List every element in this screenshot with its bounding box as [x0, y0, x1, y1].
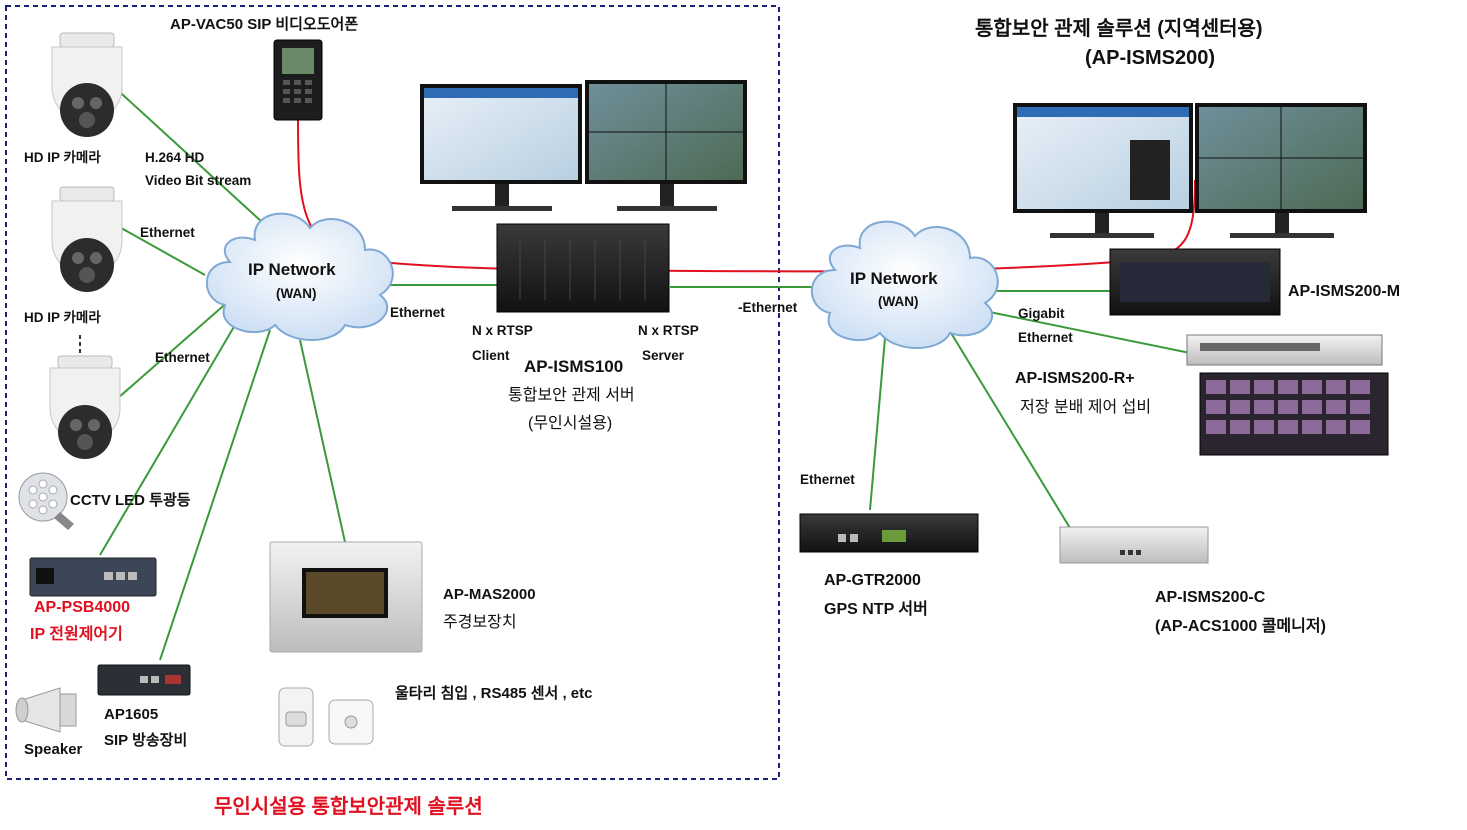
psb-model: AP-PSB4000 — [34, 599, 131, 616]
eth-cam1-label: Ethernet — [140, 225, 195, 240]
isms100-server — [496, 223, 670, 313]
isms200m-label: AP-ISMS200-M — [1288, 283, 1401, 300]
mas-desc: 주경보장치 — [443, 614, 517, 631]
speaker-label: Speaker — [24, 741, 83, 758]
isms200r-desc: 저장 분배 제어 섭비 — [1020, 399, 1152, 416]
cloud-right — [810, 220, 999, 349]
rtsp-client-1: N x RTSP — [472, 323, 533, 338]
isms200c-desc: (AP-ACS1000 콜메니저) — [1155, 618, 1326, 635]
videodoor-device — [273, 39, 323, 121]
psb4000-device — [29, 557, 157, 597]
green-links — [97, 84, 1191, 661]
videodoor-label: AP-VAC50 SIP 비디오도어폰 — [170, 16, 359, 33]
gigabit-label-2: Ethernet — [1018, 330, 1073, 345]
sensor-devices — [278, 687, 374, 747]
psb-desc: IP 전원제어기 — [30, 626, 123, 643]
mas2000-device — [269, 541, 423, 653]
camera-2 — [51, 186, 123, 292]
eth-gtr-label: Ethernet — [800, 472, 855, 487]
rtsp-client-2: Client — [472, 348, 510, 363]
camera-1 — [51, 32, 123, 137]
mas-model: AP-MAS2000 — [443, 586, 536, 603]
cloud-left — [205, 212, 394, 341]
isms200c-device — [1059, 526, 1209, 564]
sensors-label: 울타리 침입 , RS485 센서 , etc — [395, 685, 593, 702]
isms200r-model: AP-ISMS200-R+ — [1015, 370, 1135, 387]
cam1-label: HD IP 카메라 — [24, 150, 101, 165]
eth-cam3-label: Ethernet — [155, 350, 210, 365]
rtsp-server-2: Server — [642, 348, 685, 363]
left-group-title: 무인시설용 통합보안관제 솔루션 — [214, 796, 483, 818]
right-title-1: 통합보안 관제 솔루션 (지역센터용) — [975, 18, 1263, 40]
led-floodlight — [18, 472, 74, 530]
gtr-model: AP-GTR2000 — [824, 572, 921, 589]
isms200r-devices — [1186, 334, 1389, 456]
eth-server-right-label: -Ethernet — [738, 300, 798, 315]
h264-label-1: H.264 HD — [145, 150, 205, 165]
h264-label-2: Video Bit stream — [145, 173, 252, 188]
led-label: CCTV LED 투광등 — [70, 492, 191, 509]
isms100-monitors — [420, 80, 747, 211]
cloud-right-name: IP Network — [850, 269, 938, 288]
cloud-right-sub: (WAN) — [878, 294, 919, 309]
camera-3 — [49, 335, 121, 459]
gigabit-label-1: Gigabit — [1018, 306, 1065, 321]
isms100-desc1: 통합보안 관제 서버 — [508, 387, 635, 404]
cloud-left-sub: (WAN) — [276, 286, 317, 301]
isms200c-model: AP-ISMS200-C — [1155, 589, 1266, 606]
speaker-device — [15, 687, 77, 733]
isms100-desc2: (무인시설용) — [528, 415, 613, 432]
cam2-label: HD IP 카메라 — [24, 310, 101, 325]
ap1605-model: AP1605 — [104, 706, 159, 723]
gtr-desc: GPS NTP 서버 — [824, 601, 928, 618]
isms100-model: AP-ISMS100 — [524, 357, 624, 376]
ap1605-desc: SIP 방송장비 — [104, 732, 188, 749]
isms200m-server — [1109, 248, 1281, 316]
rtsp-server-1: N x RTSP — [638, 323, 699, 338]
isms200-monitors — [1013, 103, 1367, 238]
ap1605-device — [97, 664, 191, 696]
gtr2000-device — [799, 513, 979, 553]
cloud-left-name: IP Network — [248, 260, 336, 279]
eth-server-left-label: Ethernet — [390, 305, 445, 320]
right-title-2: (AP-ISMS200) — [1085, 47, 1216, 69]
